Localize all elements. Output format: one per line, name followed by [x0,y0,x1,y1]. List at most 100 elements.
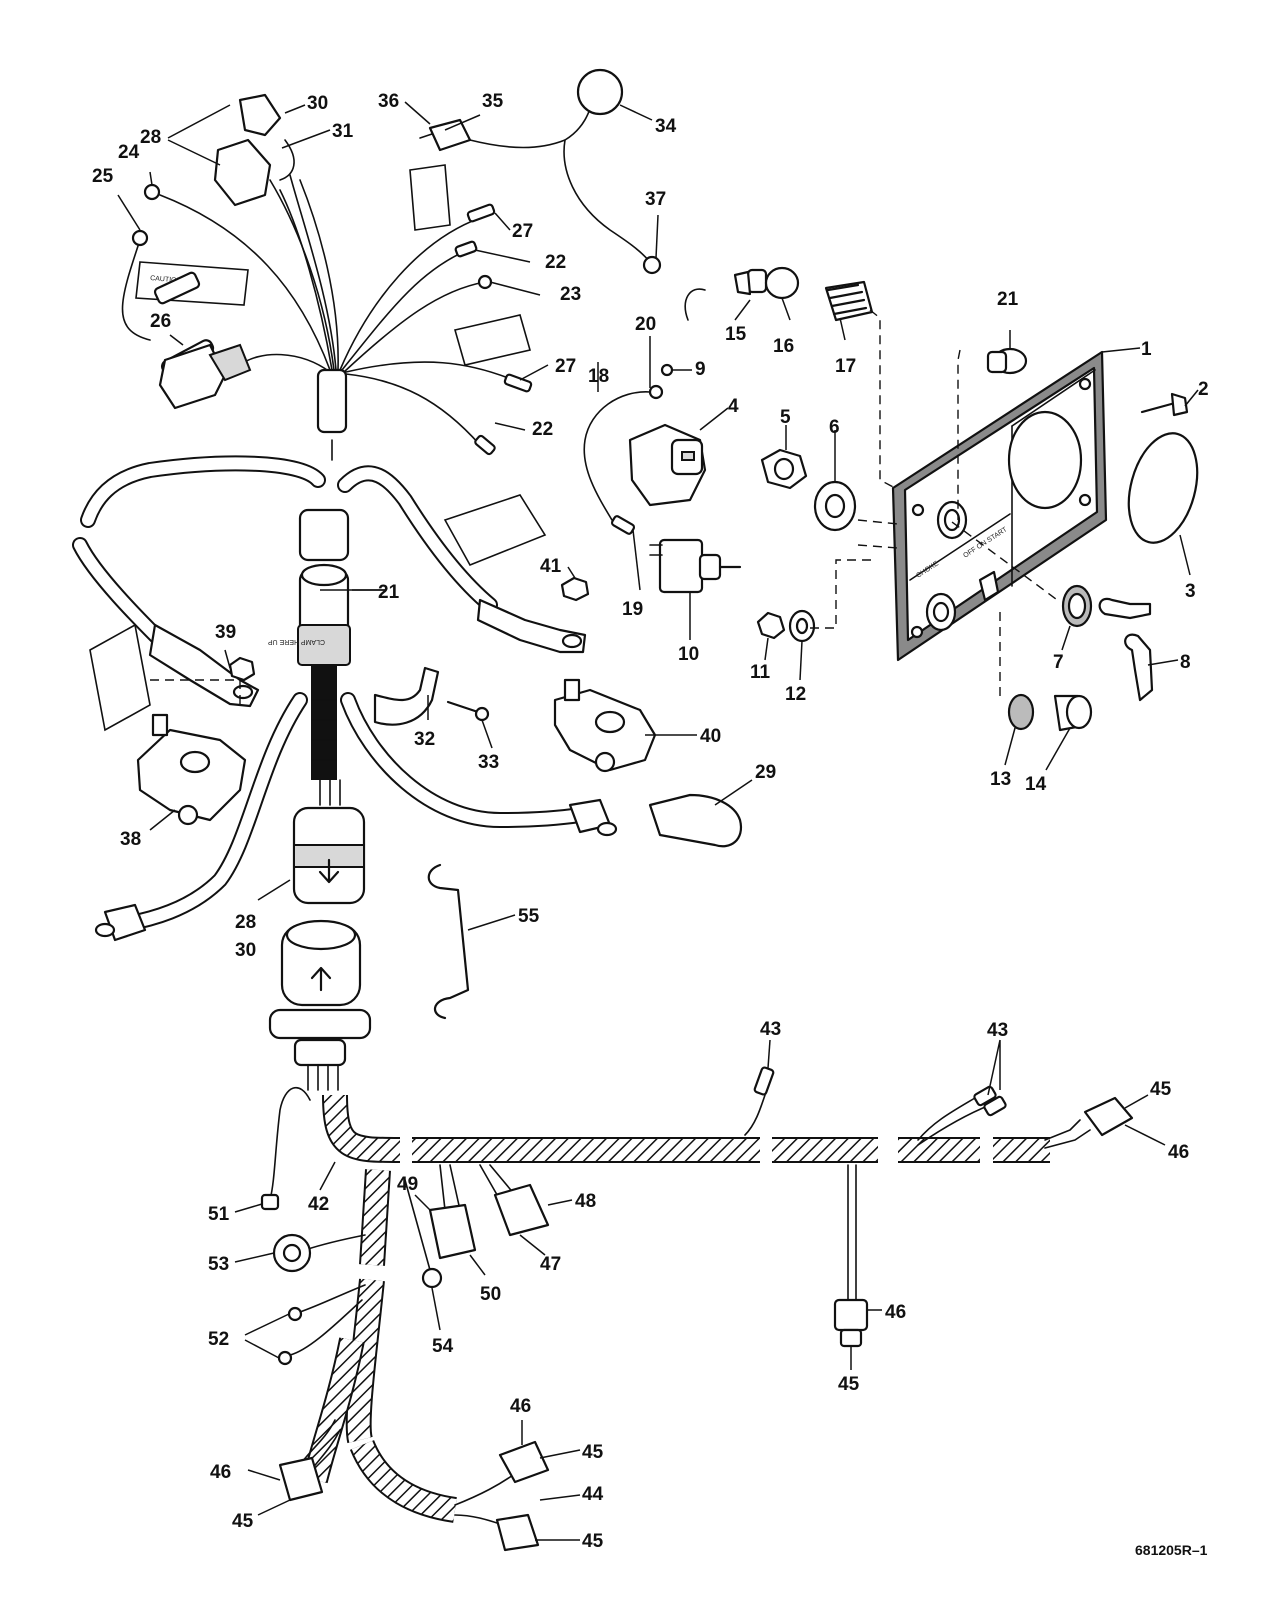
callout-22-lower: 22 [532,419,553,440]
fuse-holder [153,271,252,410]
blade-terminal-27-upper [466,203,496,223]
callout-15: 15 [725,324,747,345]
callout-14: 14 [1025,774,1047,795]
callout-32: 32 [414,729,435,750]
tachometer-tag-upper [409,164,451,231]
nut-11 [756,611,786,640]
main-cable [94,665,618,942]
screw-33 [446,700,490,722]
callout-13: 13 [990,769,1011,790]
leader-lines [117,101,1199,1541]
callout-30-upper: 30 [307,93,328,114]
callout-51: 51 [208,1204,230,1225]
callout-27-upper: 27 [512,221,533,242]
svg-text:CAUTION: CAUTION [150,275,182,285]
callout-50: 50 [480,1284,501,1305]
battery-clamp-40 [553,678,657,773]
callout-27-lower: 27 [555,356,576,377]
battery-terminal-left [148,623,260,708]
callout-26: 26 [150,311,171,332]
callout-54: 54 [432,1336,454,1357]
blade-terminal-27-lower [503,373,533,393]
callout-44: 44 [582,1484,604,1505]
ring-terminal-24 [143,183,161,201]
lens-3 [1127,432,1199,544]
callout-9: 9 [695,359,706,380]
callout-37: 37 [645,189,666,210]
ground-wire-34-37 [469,68,662,275]
washer-6 [813,480,857,532]
callout-19: 19 [622,599,643,620]
caution-tag-left [89,623,151,732]
screw-2 [1140,392,1189,417]
callout-11: 11 [750,662,771,683]
callout-28-lower: 28 [235,912,256,933]
instrument-panel-1: CHOKE OFF ON START [891,350,1108,662]
callout-17: 17 [835,356,856,377]
callout-33: 33 [478,752,499,773]
battery-cable-negative [72,455,326,648]
battery-clamp-38 [136,713,247,826]
callout-23: 23 [560,284,581,305]
bezel-7 [1061,584,1093,628]
callout-3: 3 [1185,581,1196,602]
callout-42: 42 [308,1194,329,1215]
callout-6: 6 [829,417,840,438]
callout-18: 18 [588,366,609,387]
tachometer-tag-mid [453,314,532,366]
connector-28-30-upper [213,93,295,207]
figure-number: 681205R–1 [1135,1542,1208,1558]
ring-terminal-23 [477,274,493,290]
callout-30-lower: 30 [235,940,256,961]
sleeve-21: CLAMP HERE UP [268,508,351,666]
callouts: 1 2 3 4 5 6 7 8 9 10 11 12 13 14 15 16 1… [92,91,1209,1552]
callout-5: 5 [780,407,791,428]
assembly-dash-lines [150,309,1061,705]
callout-45-mid: 45 [838,1374,860,1395]
spring-17 [824,280,874,322]
callout-40: 40 [700,726,721,747]
knob-13 [1007,693,1035,731]
plug-21-panel [986,347,1028,375]
callout-46-lower: 46 [510,1396,531,1417]
callout-41: 41 [540,556,562,577]
callout-47: 47 [540,1254,561,1275]
lower-wires [272,1066,1134,1552]
callout-31: 31 [332,121,354,142]
harness-connector-28-30 [292,779,366,905]
terminal-22-lower [474,434,496,456]
terminal-boot-29 [648,793,743,848]
callout-52: 52 [208,1329,229,1350]
clamp-label: CLAMP HERE UP [268,638,325,645]
callout-49: 49 [397,1174,418,1195]
nut-5 [760,448,808,490]
callout-34: 34 [655,116,677,137]
callout-55: 55 [518,906,540,927]
callout-21-panel: 21 [997,289,1019,310]
toggle-switch-10 [649,538,742,594]
callout-35: 35 [482,91,504,112]
washer-12 [788,609,816,643]
callout-7: 7 [1053,652,1064,673]
lower-harness [260,1086,1050,1523]
light-bulb-socket-15-16 [684,266,800,321]
callout-28-upper: 28 [140,127,161,148]
callout-25: 25 [92,166,114,187]
callout-10: 10 [678,644,699,665]
callout-8: 8 [1180,652,1191,673]
terminal-22-upper [454,240,478,258]
callout-29: 29 [755,762,776,783]
knob-14 [1053,694,1093,732]
nut-39 [228,656,256,682]
callout-46-mid: 46 [885,1302,906,1323]
nut-41 [560,576,590,602]
callout-38: 38 [120,829,141,850]
battery-cable-positive [337,465,498,613]
callout-1: 1 [1141,339,1152,360]
callout-20: 20 [635,314,656,335]
callout-2: 2 [1198,379,1209,400]
battery-terminal-right [476,598,587,654]
callout-48: 48 [575,1191,596,1212]
callout-4: 4 [728,396,739,417]
